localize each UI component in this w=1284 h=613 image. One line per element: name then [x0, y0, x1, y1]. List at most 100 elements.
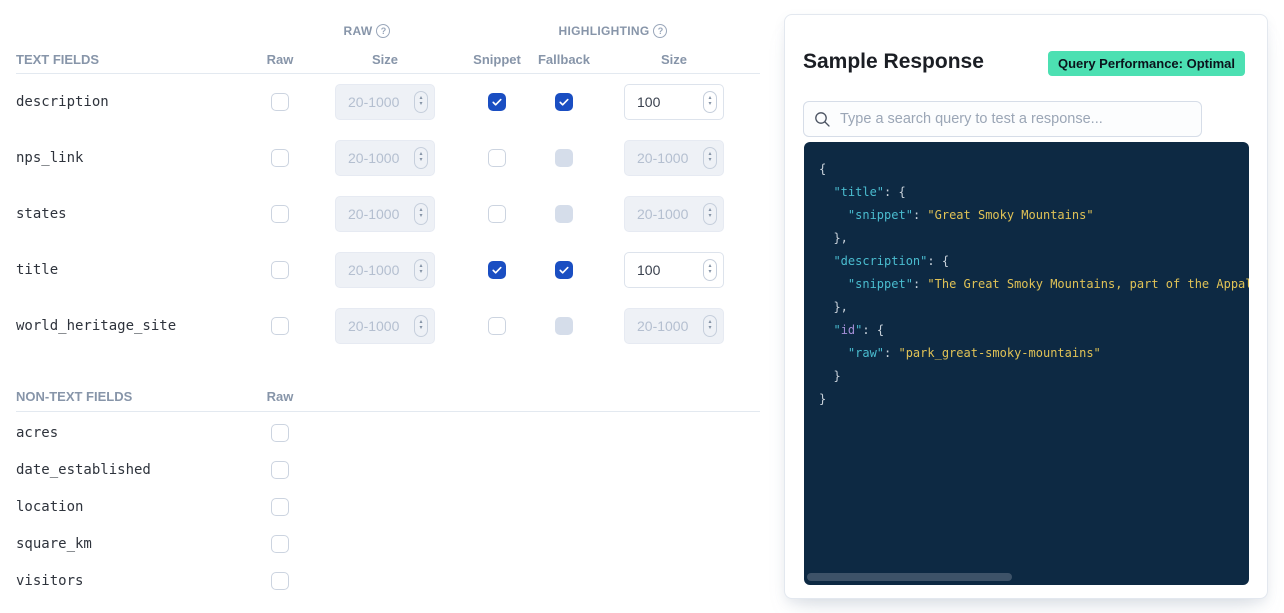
raw-size-input-stepper-icon: ▴▾	[414, 147, 428, 169]
highlight-size-input	[624, 140, 724, 176]
highlight-size-input-stepper-icon: ▴▾	[703, 203, 717, 225]
text-field-row: title ▴▾ ▴▾	[16, 242, 760, 298]
code-line: "description": {	[819, 250, 1249, 273]
raw-size-input-stepper-icon: ▴▾	[414, 203, 428, 225]
raw-size-input	[335, 252, 435, 288]
horizontal-scrollbar-thumb[interactable]	[807, 573, 1012, 581]
highlight-size-input[interactable]	[624, 252, 724, 288]
code-token: "description"	[833, 254, 928, 268]
search-query-input[interactable]	[840, 111, 1191, 127]
code-token: "title"	[833, 185, 885, 199]
code-token: "Great Smoky Mountains"	[927, 208, 1094, 222]
sample-response-card: Sample Response Query Performance: Optim…	[784, 14, 1268, 599]
code-token: "The Great Smoky Mountains, part of the …	[927, 277, 1249, 291]
text-fields-divider	[16, 73, 760, 74]
code-line: "snippet": "The Great Smoky Mountains, p…	[819, 273, 1249, 296]
code-token	[819, 323, 833, 337]
raw-checkbox[interactable]	[271, 534, 289, 553]
code-line: "snippet": "Great Smoky Mountains"	[819, 204, 1249, 227]
raw-size-input-stepper-icon: ▴▾	[414, 259, 428, 281]
highlight-size-input-stepper-icon: ▴▾	[703, 315, 717, 337]
code-token	[819, 277, 848, 291]
raw-size-input-wrap: ▴▾	[335, 140, 435, 176]
fallback-checkbox[interactable]	[555, 261, 573, 279]
snippet-checkbox[interactable]	[488, 261, 506, 279]
non-text-fields-header-row: NON-TEXT FIELDS Raw	[16, 387, 760, 405]
highlight-size-input[interactable]	[624, 84, 724, 120]
code-lines: { "title": { "snippet": "Great Smoky Mou…	[819, 158, 1249, 411]
raw-checkbox[interactable]	[271, 571, 289, 590]
query-performance-badge: Query Performance: Optimal	[1048, 51, 1245, 76]
code-token: "snippet"	[847, 277, 913, 291]
code-token: :	[884, 185, 899, 199]
raw-checkbox[interactable]	[271, 261, 289, 279]
column-header-nt-raw: Raw	[266, 388, 294, 404]
raw-checkbox[interactable]	[271, 497, 289, 516]
search-icon	[815, 111, 830, 127]
highlight-size-input-stepper-icon[interactable]: ▴▾	[703, 91, 717, 113]
field-name: nps_link	[16, 150, 84, 166]
code-token: },	[819, 231, 848, 245]
code-line: "title": {	[819, 181, 1249, 204]
fallback-checkbox[interactable]	[555, 93, 573, 111]
code-token: {	[941, 254, 950, 268]
highlighting-group-label-text: HIGHLIGHTING	[558, 24, 650, 38]
code-token: "park_great-smoky-mountains"	[898, 346, 1101, 360]
code-token: id	[840, 323, 856, 337]
sample-response-code: { "title": { "snippet": "Great Smoky Mou…	[804, 142, 1249, 585]
code-token: "	[855, 323, 863, 337]
field-name: location	[16, 498, 84, 515]
field-name: title	[16, 262, 59, 278]
highlight-size-input-wrap: ▴▾	[624, 84, 724, 120]
field-name: square_km	[16, 535, 92, 552]
raw-checkbox[interactable]	[271, 149, 289, 167]
field-name: world_heritage_site	[16, 318, 177, 334]
non-text-field-row: acres	[16, 414, 760, 451]
field-name: visitors	[16, 572, 84, 589]
code-line: "id": {	[819, 319, 1249, 342]
raw-group-label-text: RAW	[343, 24, 373, 38]
highlight-size-input-stepper-icon[interactable]: ▴▾	[703, 259, 717, 281]
code-token: :	[884, 346, 899, 360]
code-token: "snippet"	[847, 208, 913, 222]
raw-size-input-wrap: ▴▾	[335, 196, 435, 232]
fallback-checkbox	[555, 317, 573, 335]
code-token	[819, 185, 833, 199]
non-text-field-row: location	[16, 488, 760, 525]
result-settings-table: RAW ? HIGHLIGHTING ? TEXT FIELDS Raw Siz…	[16, 0, 760, 599]
column-header-raw-size: Size	[371, 51, 398, 67]
code-token	[819, 254, 833, 268]
code-token: "raw"	[847, 346, 885, 360]
text-field-row: description▴▾▴▾	[16, 74, 760, 130]
code-token: {	[819, 162, 827, 176]
code-token: :	[927, 254, 942, 268]
raw-checkbox[interactable]	[271, 460, 289, 479]
raw-checkbox[interactable]	[271, 205, 289, 223]
sample-search-box	[803, 101, 1202, 137]
code-line: },	[819, 296, 1249, 319]
snippet-checkbox[interactable]	[488, 205, 506, 223]
text-field-row: nps_link▴▾▴▾	[16, 130, 760, 186]
raw-size-input	[335, 84, 435, 120]
field-name: acres	[16, 424, 59, 441]
fallback-checkbox	[555, 149, 573, 167]
code-line: },	[819, 227, 1249, 250]
snippet-checkbox[interactable]	[488, 149, 506, 167]
snippet-checkbox[interactable]	[488, 93, 506, 111]
snippet-checkbox[interactable]	[488, 317, 506, 335]
code-token: :	[912, 277, 928, 291]
raw-size-input	[335, 308, 435, 344]
raw-checkbox[interactable]	[271, 423, 289, 442]
highlighting-help-icon[interactable]: ?	[653, 24, 668, 38]
code-token	[819, 346, 848, 360]
code-line: {	[819, 158, 1249, 181]
group-header-row: RAW ? HIGHLIGHTING ?	[16, 0, 760, 48]
raw-help-icon[interactable]: ?	[376, 24, 391, 38]
raw-checkbox[interactable]	[271, 317, 289, 335]
code-token: }	[819, 369, 841, 383]
column-header-raw: Raw	[266, 51, 294, 67]
column-header-fallback: Fallback	[537, 51, 591, 67]
raw-checkbox[interactable]	[271, 93, 289, 111]
text-fields-header-row: TEXT FIELDS Raw Size Snippet Fallback Si…	[16, 48, 760, 70]
